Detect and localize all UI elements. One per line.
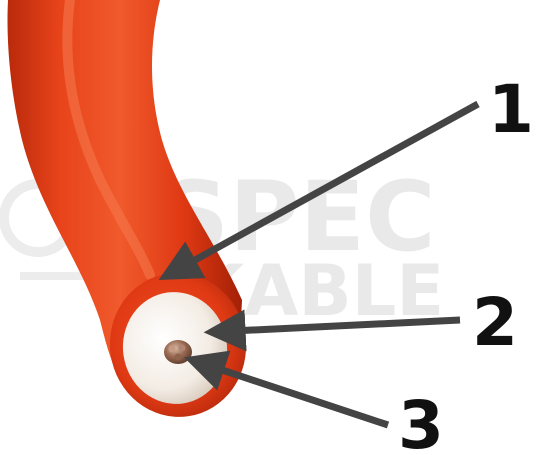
callout-label-3: 3 xyxy=(398,387,444,455)
callout-label-1: 1 xyxy=(488,71,534,148)
conductor-strand xyxy=(175,354,182,361)
conductor-strand xyxy=(179,345,186,352)
callout-label-2: 2 xyxy=(472,284,518,361)
conductor-strand xyxy=(169,346,176,353)
